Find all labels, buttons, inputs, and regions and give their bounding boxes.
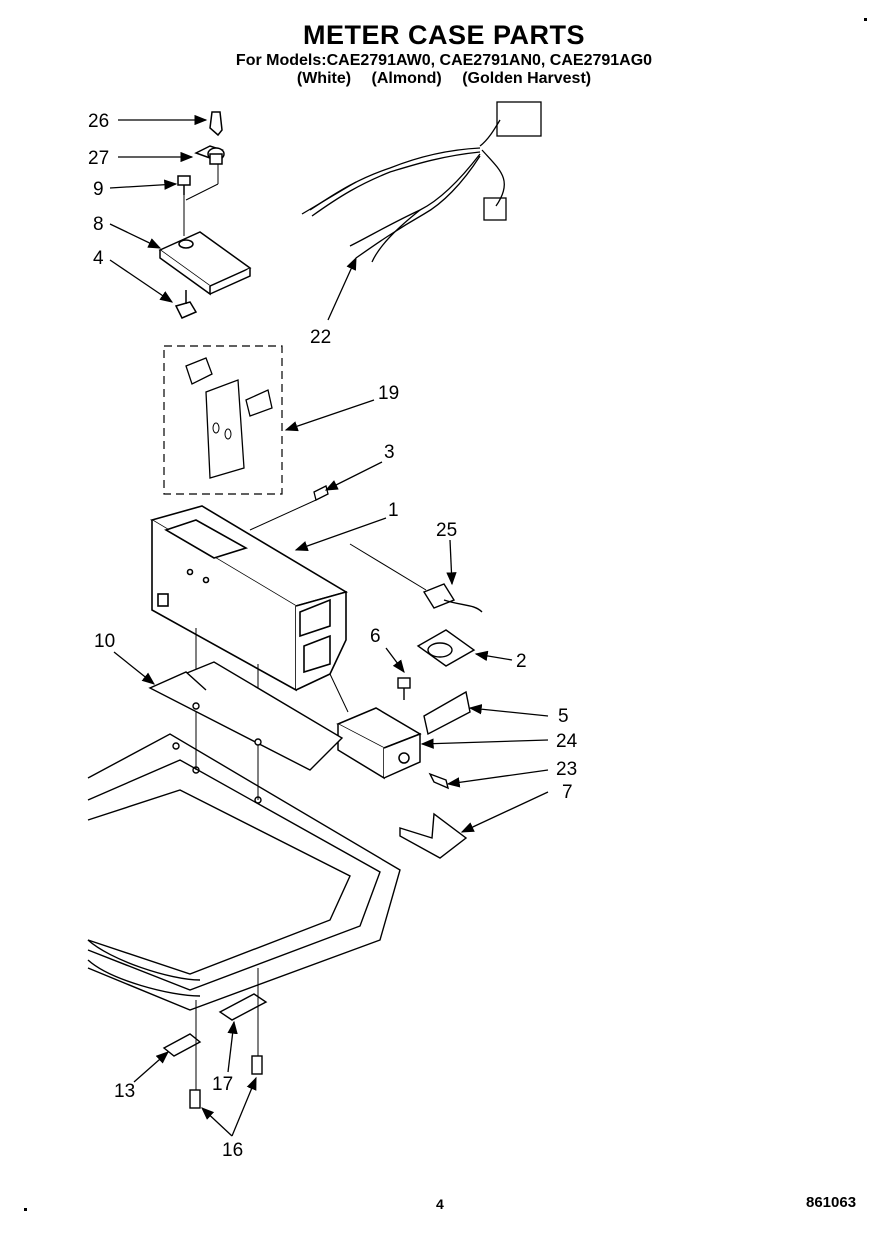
callout-25: 25 (436, 520, 457, 541)
callout-16: 16 (222, 1140, 243, 1161)
color-almond: (Almond) (371, 70, 442, 87)
console-top (87, 733, 401, 1011)
callout-23: 23 (556, 759, 577, 780)
key-part-23 (428, 772, 450, 790)
clip-part-13 (162, 1033, 202, 1057)
corner-mark-top-right (864, 18, 867, 21)
actuator-part-25 (422, 583, 483, 613)
bracket-part-7 (399, 812, 468, 859)
callout-9: 9 (93, 179, 104, 200)
screw-part-6 (397, 677, 411, 700)
gasket-part-10 (148, 661, 344, 771)
clip-part-17 (218, 993, 268, 1021)
screw-part-3 (313, 485, 329, 501)
callout-17: 17 (212, 1074, 233, 1095)
callout-1: 1 (388, 500, 399, 521)
cup-part-2 (416, 629, 476, 667)
bushing-part-27 (194, 145, 225, 165)
page-title: METER CASE PARTS (302, 20, 586, 50)
callout-22: 22 (310, 327, 331, 348)
screw-part-16b (251, 1055, 263, 1075)
callout-4: 4 (93, 248, 104, 269)
screw-part-9 (177, 175, 191, 195)
callout-10: 10 (94, 631, 115, 652)
screw-part-16a (189, 1089, 201, 1109)
color-names: (White) (Almond) (Golden Harvest) (0, 70, 888, 88)
color-golden-harvest: (Golden Harvest) (462, 70, 592, 87)
callout-27: 27 (88, 148, 109, 169)
page-number: 4 (436, 1196, 444, 1212)
wire-harness-part-22 (301, 101, 542, 263)
clip-part-4 (174, 290, 198, 319)
callout-8: 8 (93, 214, 104, 235)
callout-6: 6 (370, 626, 381, 647)
callout-7: 7 (562, 782, 573, 803)
callout-3: 3 (384, 442, 395, 463)
callout-24: 24 (556, 731, 578, 752)
bracket-part-8 (158, 231, 252, 296)
knob-part-26 (209, 111, 223, 137)
switch-assembly-group-19 (163, 345, 283, 495)
corner-mark-bottom-left (24, 1208, 27, 1211)
callout-5: 5 (558, 706, 569, 727)
callout-13: 13 (114, 1081, 135, 1102)
callout-19: 19 (378, 383, 399, 404)
leader-lines (109, 114, 549, 1137)
document-code: 861063 (806, 1194, 857, 1211)
meter-case-part-1 (149, 505, 349, 692)
models-line: For Models:CAE2791AW0, CAE2791AN0, CAE27… (235, 52, 653, 69)
color-white: (White) (296, 70, 352, 87)
plate-part-5 (423, 690, 471, 736)
callout-26: 26 (88, 111, 109, 132)
coin-box-part-24 (336, 707, 422, 780)
callout-2: 2 (516, 651, 527, 672)
